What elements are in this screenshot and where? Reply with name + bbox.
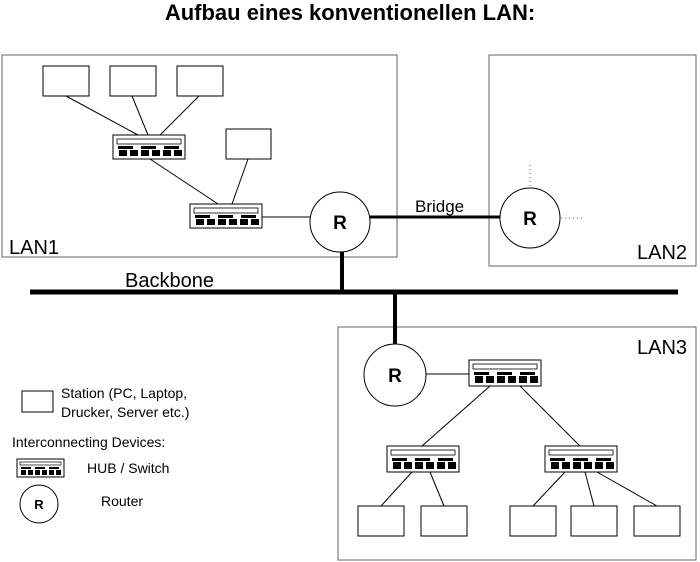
station-box [570,505,618,537]
lan2-label: LAN2 [637,242,687,264]
router-letter: R [34,497,44,512]
lan3-label: LAN3 [637,337,687,359]
station-box [109,65,157,97]
lan2-box [488,54,697,267]
router-lan1: R [309,191,371,253]
legend-devices-heading: Interconnecting Devices: [12,434,165,450]
hub-switch-icon [189,203,263,229]
router-lan2: R [499,187,561,249]
station-box [509,505,557,537]
legend: Station (PC, Laptop, Drucker, Server etc… [12,385,189,524]
hub-switch-icon [468,359,542,387]
legend-station-line2: Drucker, Server etc.) [61,404,189,420]
diagram-title: Aufbau eines konventionellen LAN: [165,0,535,25]
backbone-label: Backbone [125,270,214,292]
hub-switch-icon [544,445,618,473]
lan3-links [380,373,658,507]
lan3-box [337,326,697,561]
bridge-label: Bridge [415,197,464,216]
lan1-label: LAN1 [9,237,59,259]
station-box [357,505,405,537]
router-letter: R [333,213,347,234]
lan1-links [65,95,310,218]
station-box [633,505,681,537]
router-letter: R [523,209,537,230]
legend-hub-icon [16,458,65,478]
station-box [420,505,468,537]
legend-router-label: Router [101,493,143,509]
legend-router-icon: R [19,484,59,524]
station-box [42,65,90,97]
lan1-box [1,54,398,258]
legend-station-icon [21,390,54,413]
legend-hub-label: HUB / Switch [87,460,169,476]
legend-station-line1: Station (PC, Laptop, [61,385,187,401]
router-letter: R [388,366,402,387]
hub-switch-icon [112,134,186,160]
station-box [225,128,272,160]
station-box [176,65,224,97]
router-lan3: R [363,343,427,407]
hub-switch-icon [386,445,460,473]
